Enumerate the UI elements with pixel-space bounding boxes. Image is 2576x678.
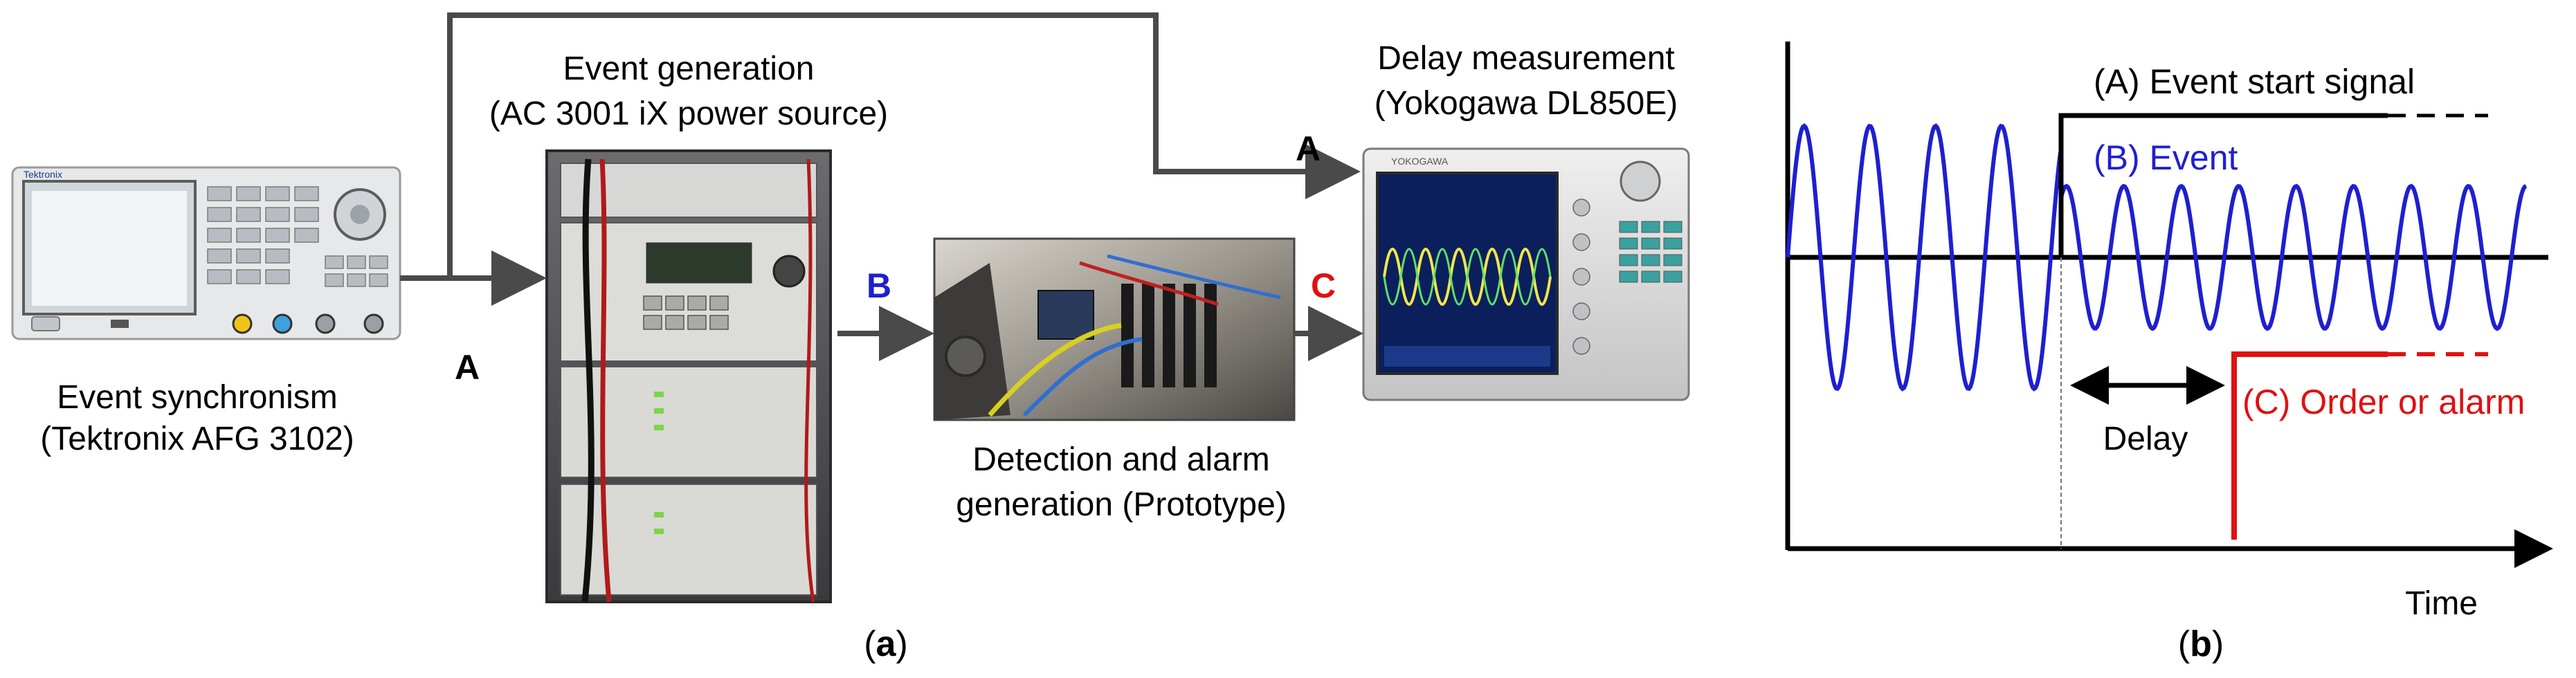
signal-a-step: [2058, 113, 2388, 257]
gen-label-line2: (AC 3001 iX power source): [489, 95, 888, 132]
signal-c-step: [2231, 351, 2388, 540]
arrow-a-to-scope: [447, 12, 1361, 278]
label-delay: Delay: [2103, 421, 2188, 457]
output-connector-icon: [272, 313, 293, 334]
timing-diagram: [1785, 42, 2553, 568]
yokogawa-oscilloscope: YOKOGAWA: [1362, 147, 1690, 401]
gen-label-line1: Event generation: [563, 51, 815, 87]
label-order-or-alarm: (C) Order or alarm: [2242, 383, 2525, 421]
event-waveform-b: [1786, 123, 2528, 392]
label-event-start-signal: (A) Event start signal: [2094, 62, 2415, 101]
meas-label-line2: (Yokogawa DL850E): [1375, 85, 1678, 122]
caption-a: (a): [864, 624, 908, 664]
signal-a-top-label: A: [1296, 129, 1321, 168]
signal-b-label: B: [867, 266, 891, 305]
sync-label-line2: (Tektronix AFG 3102): [40, 421, 354, 457]
meas-label-line1: Delay measurement: [1377, 40, 1675, 77]
label-event: (B) Event: [2094, 138, 2238, 177]
sync-label-line1: Event synchronism: [57, 379, 338, 416]
output-connector-icon: [315, 313, 336, 334]
power-source-rack: [545, 149, 832, 603]
signal-arrows: [400, 12, 1363, 361]
caption-b: (b): [2178, 624, 2224, 664]
meas-device-brand: YOKOGAWA: [1391, 156, 1449, 167]
label-time: Time: [2405, 585, 2478, 622]
power-source-display: [646, 242, 752, 284]
output-connector-icon: [232, 313, 253, 334]
tektronix-generator: Tektronix: [11, 166, 401, 340]
det-label-line2: generation (Prototype): [956, 486, 1287, 523]
sync-device-brand: Tektronix: [24, 169, 62, 180]
signal-a-label: A: [455, 348, 480, 387]
signal-c-label: C: [1311, 266, 1336, 305]
output-connector-icon: [363, 313, 384, 334]
det-label-line1: Detection and alarm: [972, 441, 1270, 478]
prototype-device: [933, 237, 1296, 421]
